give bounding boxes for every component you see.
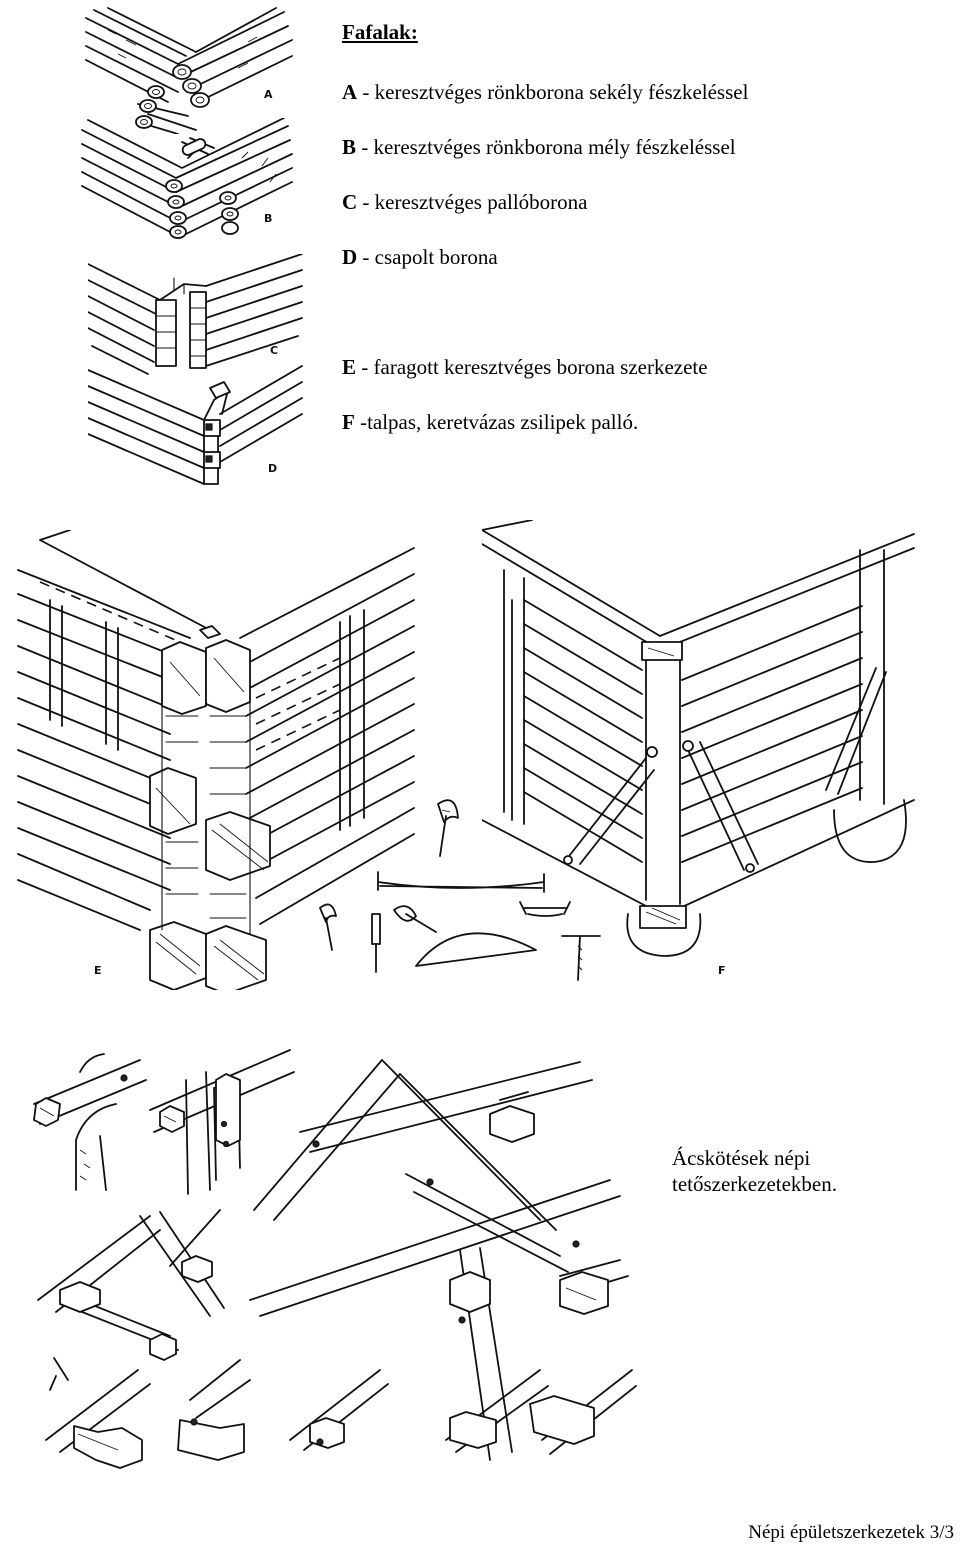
- figure-a-letter: A: [264, 88, 273, 101]
- tools-drawing: [310, 790, 610, 990]
- figure-c-letter: C: [270, 344, 278, 357]
- figure-d-drawing: D: [88, 360, 306, 494]
- figure-b-log-corner: B: [78, 118, 300, 244]
- figure-c-drawing: C: [88, 254, 306, 380]
- figure-f-drawing: F: [482, 520, 932, 977]
- roof-caption-line-2: tetőszerkezetekben.: [672, 1172, 837, 1196]
- figure-a-drawing: A: [78, 6, 300, 134]
- figure-e-hewn-corner: E: [10, 530, 420, 990]
- legend-title: Fafalak:: [342, 20, 418, 44]
- roof-joints-drawing: [20, 1040, 640, 1480]
- figure-f-frame-wall: F: [482, 520, 932, 990]
- legend-item-e: E - faragott keresztvéges borona szerkez…: [342, 357, 708, 378]
- legend-text: - csapolt borona: [357, 245, 498, 269]
- figure-d-letter: D: [268, 462, 277, 475]
- legend-key: C: [342, 190, 358, 214]
- legend-key: F: [342, 410, 355, 434]
- page-footer: Népi épületszerkezetek 3/3: [748, 1522, 954, 1543]
- legend-item-c: C - keresztvéges pallóborona: [342, 192, 588, 213]
- figure-e-letter: E: [94, 964, 102, 977]
- legend-key: E: [342, 355, 357, 379]
- legend: Fafalak: A - keresztvéges rönkborona sek…: [342, 20, 942, 433]
- legend-text: - keresztvéges pallóborona: [357, 190, 588, 214]
- legend-text: - keresztvéges rönkborona mély fészkelés…: [356, 135, 736, 159]
- legend-item-d: D - csapolt borona: [342, 247, 498, 268]
- figure-d-tenon-corner: D: [88, 360, 306, 494]
- legend-key: A: [342, 80, 358, 104]
- roof-joints-caption: Ácskötések népi tetőszerkezetekben.: [672, 1145, 837, 1197]
- figure-carpentry-tools: [310, 790, 610, 990]
- figure-a-log-corner: A: [78, 6, 300, 134]
- figure-b-letter: B: [264, 212, 272, 225]
- figure-e-drawing: E: [10, 530, 420, 990]
- legend-key: B: [342, 135, 357, 159]
- legend-text: - keresztvéges rönkborona sekély fészkel…: [357, 80, 749, 104]
- legend-text: -talpas, keretvázas zsilipek palló.: [354, 410, 639, 434]
- legend-item-f: F -talpas, keretvázas zsilipek palló.: [342, 412, 638, 433]
- legend-key: D: [342, 245, 358, 269]
- legend-item-b: B - keresztvéges rönkborona mély fészkel…: [342, 137, 736, 158]
- legend-item-a: A - keresztvéges rönkborona sekély fészk…: [342, 82, 748, 103]
- figure-b-drawing: B: [78, 118, 300, 244]
- legend-text: - faragott keresztvéges borona szerkezet…: [356, 355, 708, 379]
- roof-caption-line-1: Ácskötések népi: [672, 1146, 811, 1170]
- figure-f-letter: F: [718, 964, 726, 977]
- figure-roof-joints: [20, 1040, 640, 1480]
- figure-c-plank-corner: C: [88, 254, 306, 380]
